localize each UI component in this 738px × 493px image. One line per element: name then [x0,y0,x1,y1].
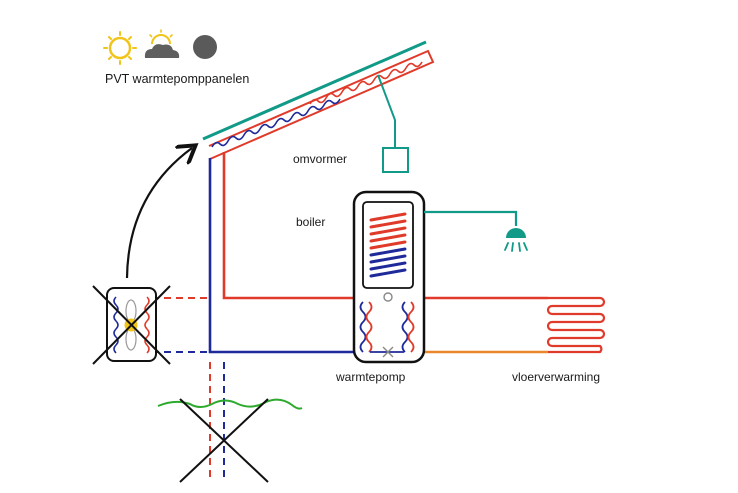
night-icon [193,35,217,59]
air-heatpump-crossed [92,285,210,365]
boiler-heatpump-unit [352,190,426,364]
shower-icon [424,210,528,252]
pvt-panel [202,40,435,160]
pvt-hot-coil [309,61,423,105]
main-piping [208,152,548,354]
sun-icon [103,31,137,65]
boiler-coil [369,212,407,278]
ground-loop-crossed [157,362,303,483]
boiler-label: boiler [296,215,326,229]
cloud-sun-icon [144,29,180,58]
curved-arrow [125,148,192,279]
ground-line [157,398,303,410]
inverter [377,74,409,173]
inverter-label: omvormer [293,152,348,166]
pvt-panels-label: PVT warmtepomppanelen [105,72,250,86]
floor-heating-coil [546,296,606,354]
floor-heating-label: vloerverwarming [512,370,601,384]
pvt-cold-coil [211,98,341,148]
heat-pump-label: warmtepomp [336,370,406,384]
